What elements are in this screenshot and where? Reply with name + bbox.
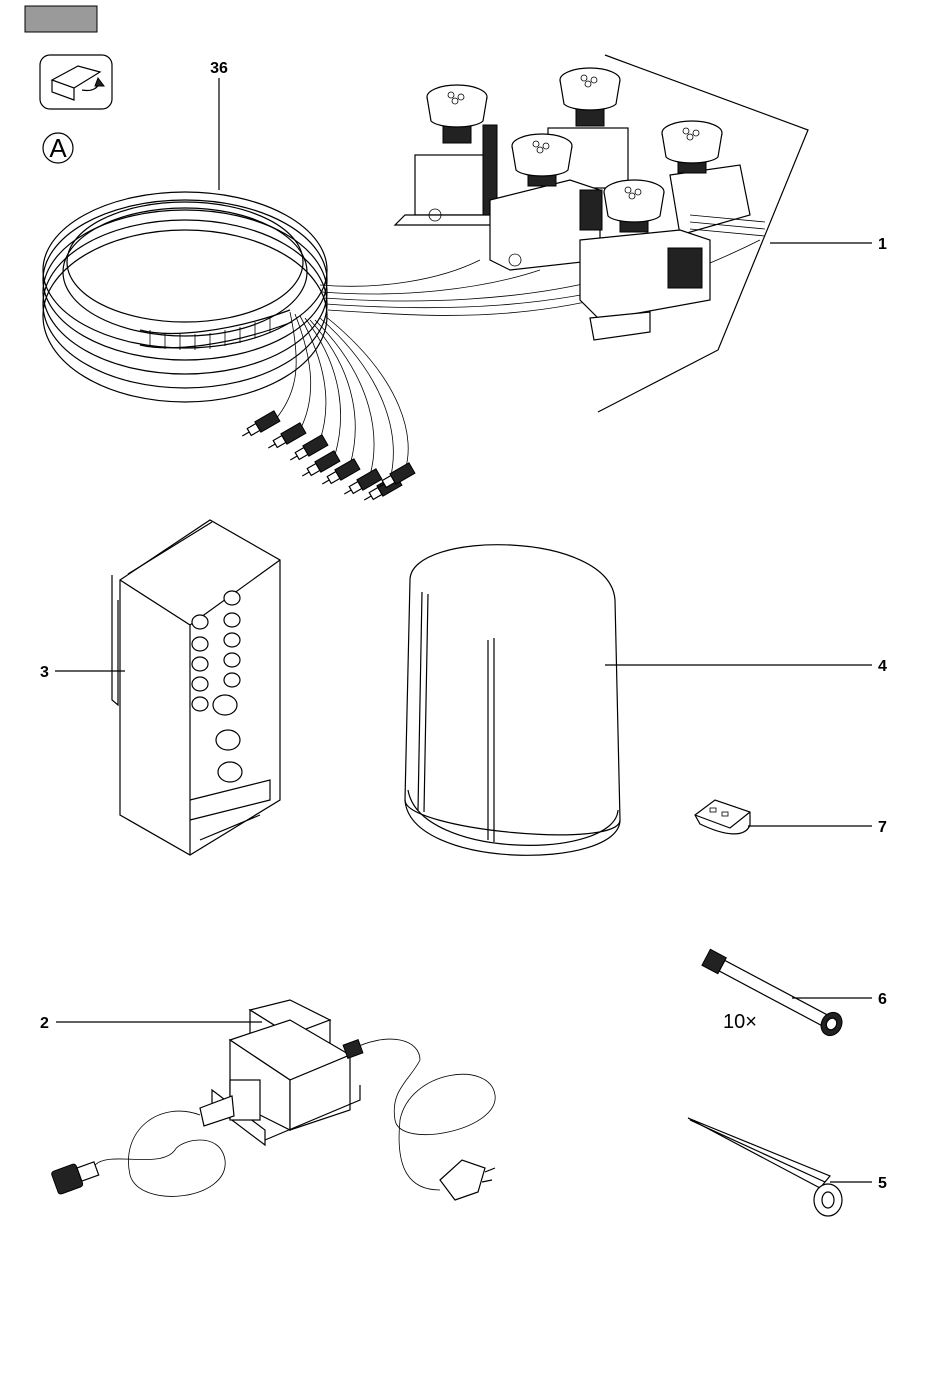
figure-label: A [43,133,73,163]
callout-3-label: 3 [40,664,49,681]
ground-spike-drawing [688,1118,842,1216]
callout-2: 2 [40,1015,262,1032]
fold-out-page-icon [40,55,112,109]
distributor-box-drawing [112,520,280,855]
callout-36-label: 36 [210,60,228,77]
grey-tab-icon [25,6,97,32]
callout-7-label: 7 [878,819,887,836]
callout-2-label: 2 [40,1015,49,1032]
mains-plug [440,1160,495,1200]
cover-drawing [405,545,620,856]
callout-7: 7 [748,819,887,836]
clip-drawing [695,800,750,834]
lamp-heads-drawing [320,55,808,412]
callout-36: 36 [210,60,228,190]
rca-plugs [239,411,415,505]
callout-5-label: 5 [878,1175,887,1192]
callout-4: 4 [605,658,887,675]
callout-1: 1 [770,236,887,253]
tube-quantity-label: 10× [723,1011,757,1033]
callout-4-label: 4 [878,658,887,675]
figure-label-text: A [49,133,67,163]
transformer-drawing [51,1000,495,1200]
callout-6-label: 6 [878,991,887,1008]
callout-1-label: 1 [878,236,887,253]
cable-coil-drawing [43,192,408,480]
